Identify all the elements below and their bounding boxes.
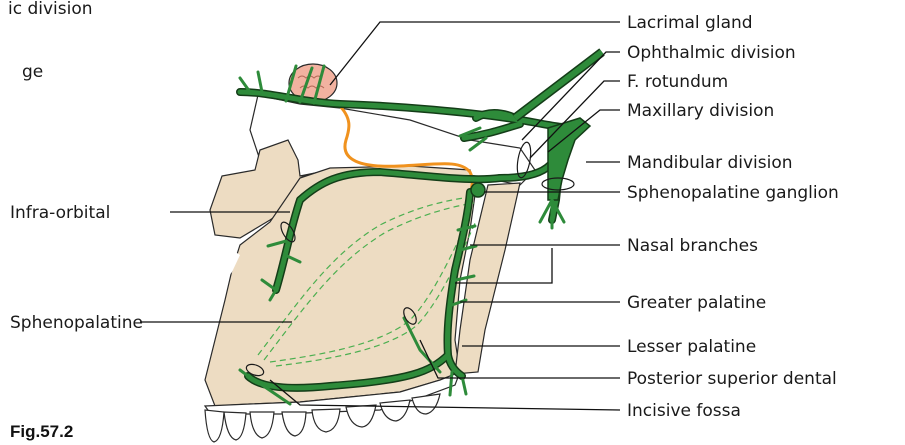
label-posterior-superior-dental: Posterior superior dental (627, 369, 837, 389)
label-nasal-branches: Nasal branches (627, 236, 758, 256)
label-incisive-fossa: Incisive fossa (627, 401, 741, 421)
tooth (250, 412, 274, 438)
figure-label: Fig.57.2 (10, 422, 73, 441)
partial-labels: ic division ge (8, 0, 93, 82)
label-infra-orbital: Infra-orbital (10, 203, 110, 223)
tooth (412, 394, 440, 414)
label-partial-division: ic division (8, 0, 93, 19)
tooth (205, 410, 224, 442)
label-lesser-palatine: Lesser palatine (627, 337, 756, 357)
label-f-rotundum: F. rotundum (627, 72, 728, 92)
left-labels: Infra-orbital Sphenopalatine (10, 203, 143, 333)
label-lacrimal-gland: Lacrimal gland (627, 13, 753, 33)
tooth (346, 405, 376, 427)
tooth (282, 412, 306, 436)
trigeminal-ganglion (548, 118, 590, 200)
label-maxillary-division: Maxillary division (627, 101, 774, 121)
tooth (380, 400, 410, 421)
label-mandibular-division: Mandibular division (627, 153, 793, 173)
label-ophthalmic-division: Ophthalmic division (627, 43, 796, 63)
label-sphenopalatine-ganglion: Sphenopalatine ganglion (627, 183, 839, 203)
label-sphenopalatine: Sphenopalatine (10, 313, 143, 333)
tooth (312, 409, 340, 432)
right-labels: Lacrimal gland Ophthalmic division F. ro… (627, 13, 839, 421)
label-partial-ge: ge (22, 62, 43, 82)
label-greater-palatine: Greater palatine (627, 293, 766, 313)
skull-outline (200, 95, 535, 442)
tooth (224, 412, 246, 440)
